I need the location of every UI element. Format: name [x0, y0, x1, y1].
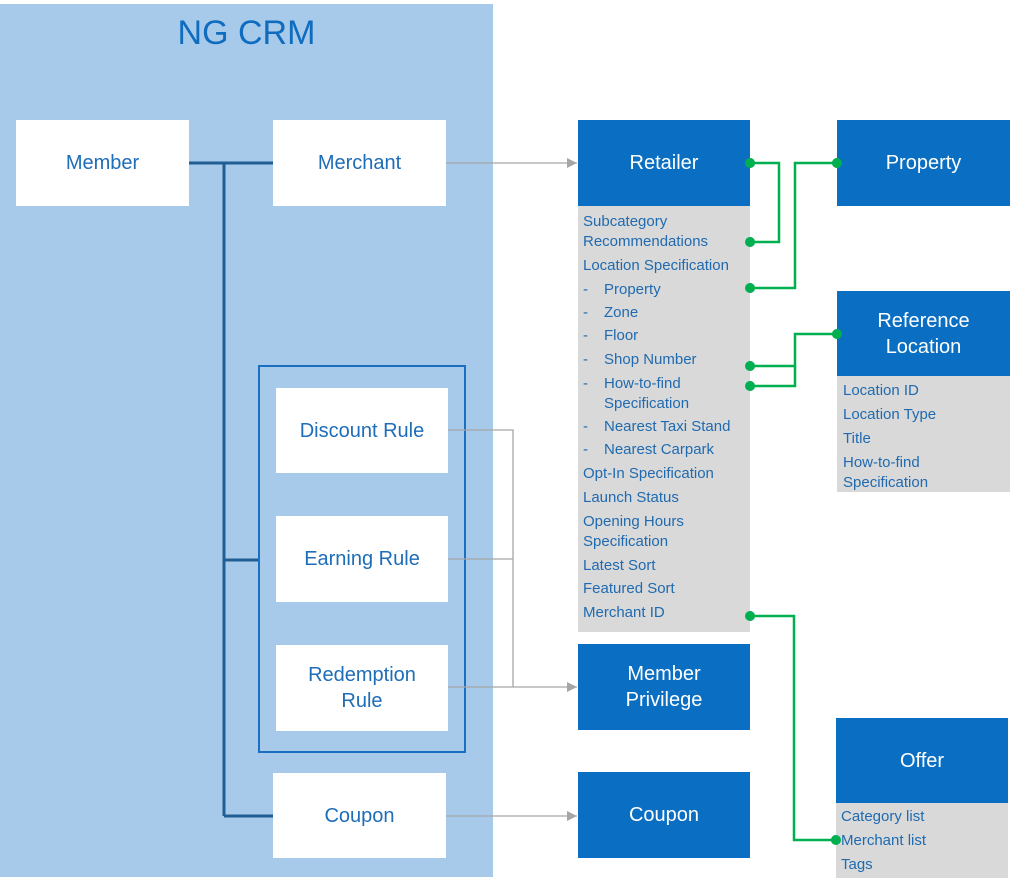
field-label: Nearest Taxi Stand — [604, 418, 731, 436]
dash-bullet: - — [583, 326, 588, 344]
field-label: Shop Number — [604, 350, 697, 368]
field-how-to-find-specification: How-to-find Specification — [843, 453, 929, 491]
field-label: How-to-find Specification — [604, 374, 690, 412]
field-merchant-id: Merchant ID — [583, 603, 665, 621]
property-box: Property — [837, 120, 1010, 206]
dash-bullet: - — [583, 350, 588, 368]
retailer-field-list: Subcategory Recommendations Location Spe… — [578, 206, 750, 632]
shop-number-link — [750, 332, 837, 368]
redemption-rule-box: Redemption Rule — [276, 645, 448, 731]
field-merchant-list: Merchant list — [841, 831, 927, 849]
earning-rule-box: Earning Rule — [276, 516, 448, 602]
field-location-type: Location Type — [843, 405, 937, 423]
member-box: Member — [16, 120, 189, 206]
how-to-find-link — [750, 366, 797, 388]
field-launch-status: Launch Status — [583, 489, 679, 507]
dash-bullet: - — [583, 280, 588, 298]
field-label: Nearest Carpark — [604, 441, 715, 459]
target-coupon-box: Coupon — [578, 772, 750, 858]
dash-bullet: - — [583, 303, 588, 321]
field-label: Zone — [604, 303, 639, 321]
field-opt-in-specification: Opt-In Specification — [583, 465, 714, 483]
reference-location-field-list: Location ID Location Type Title How-to-f… — [837, 376, 1010, 492]
field-shop-number: -Shop Number — [583, 350, 745, 370]
crm-title: NG CRM — [177, 14, 316, 52]
relationship-links — [750, 161, 837, 842]
crm-coupon-box: Coupon — [273, 773, 446, 858]
property-field-link — [750, 161, 837, 290]
field-nearest-carpark: -Nearest Carpark — [583, 440, 745, 460]
offer-box: Offer — [836, 718, 1008, 803]
field-property: -Property — [583, 280, 745, 300]
field-floor: -Floor — [583, 326, 745, 346]
field-location-specification: Location Specification — [583, 256, 729, 274]
dash-bullet: - — [583, 418, 588, 436]
field-opening-hours: Opening Hours Specification — [583, 513, 684, 551]
field-zone: -Zone — [583, 303, 745, 323]
field-title: Title — [843, 429, 871, 447]
field-latest-sort: Latest Sort — [583, 557, 656, 575]
dash-bullet: - — [583, 374, 588, 392]
field-featured-sort: Featured Sort — [583, 580, 675, 597]
field-how-to-find: -How-to-find Specification — [583, 374, 745, 414]
dash-bullet: - — [583, 441, 588, 459]
mapping-arrows — [446, 158, 577, 821]
discount-rule-box: Discount Rule — [276, 388, 448, 473]
member-tree-lines — [189, 161, 273, 818]
field-subcategory-recommendations: Subcategory Recommendations — [583, 213, 709, 250]
field-tags: Tags — [841, 855, 873, 873]
merchant-box: Merchant — [273, 120, 446, 206]
retailer-box: Retailer — [578, 120, 750, 206]
merchant-id-offer-link — [750, 614, 836, 842]
field-label: Floor — [604, 326, 639, 344]
field-location-id: Location ID — [843, 382, 919, 399]
offer-field-list: Category list Merchant list Tags — [836, 803, 1008, 878]
member-privilege-box: Member Privilege — [578, 644, 750, 730]
field-nearest-taxi-stand: -Nearest Taxi Stand — [583, 417, 745, 437]
reference-location-box: Reference Location — [837, 291, 1010, 376]
field-category-list: Category list — [841, 808, 925, 825]
field-label: Property — [604, 280, 661, 298]
discount-rule-link — [448, 429, 514, 687]
retailer-subcategory-link — [750, 161, 781, 244]
